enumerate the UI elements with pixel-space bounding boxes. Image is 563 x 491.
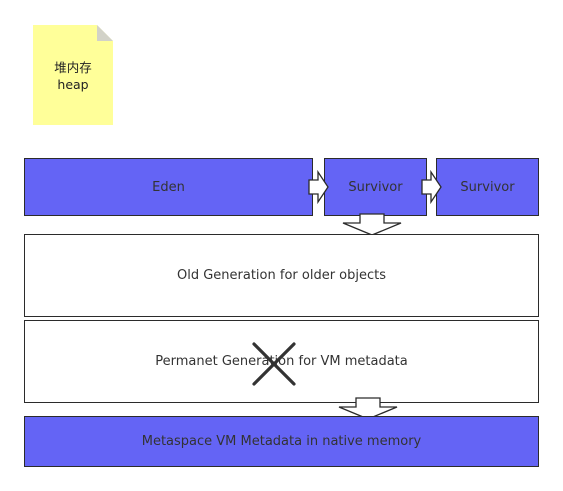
- permanent-generation-block: Permanet Generation for VM metadata: [24, 320, 539, 403]
- note-label-chinese: 堆内存: [54, 60, 92, 75]
- old-generation-label: Old Generation for older objects: [176, 268, 386, 283]
- survivor-block-2: Survivor: [436, 158, 539, 216]
- survivor-1-label: Survivor: [348, 179, 403, 195]
- arrow-down-icon: [338, 397, 398, 420]
- eden-label: Eden: [152, 179, 185, 195]
- note-shape: [33, 25, 113, 125]
- note-text: 堆内存 heap: [33, 59, 113, 93]
- x-cross-icon: [252, 342, 296, 386]
- note-label-heap: heap: [57, 77, 89, 92]
- sticky-note: 堆内存 heap: [33, 25, 113, 125]
- arrow-right-icon: [421, 169, 442, 205]
- survivor-2-label: Survivor: [460, 179, 515, 195]
- eden-block: Eden: [24, 158, 313, 216]
- survivor-block-1: Survivor: [324, 158, 427, 216]
- permanent-generation-label: Permanet Generation for VM metadata: [155, 354, 408, 369]
- arrow-right-icon: [308, 169, 329, 205]
- metaspace-block: Metaspace VM Metadata in native memory: [24, 416, 539, 467]
- metaspace-label: Metaspace VM Metadata in native memory: [141, 434, 422, 449]
- old-generation-block: Old Generation for older objects: [24, 234, 539, 317]
- arrow-down-icon: [342, 213, 402, 236]
